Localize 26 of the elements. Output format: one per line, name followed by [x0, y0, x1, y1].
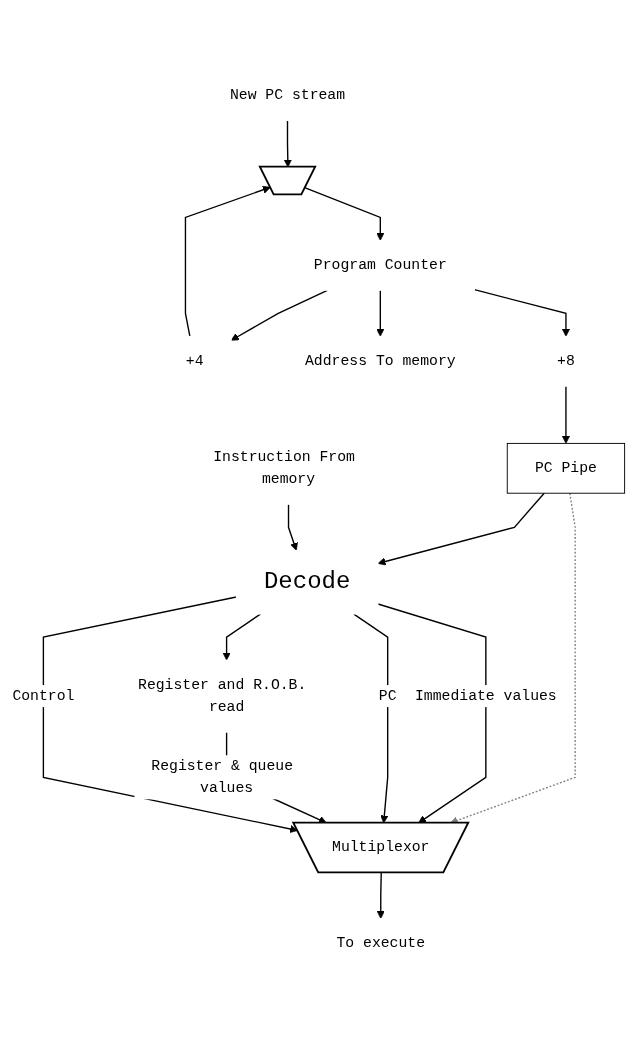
node-text: Program Counter — [313, 257, 447, 274]
node-text: To execute — [336, 935, 426, 952]
node-text: New PC stream — [229, 87, 346, 104]
node-text: Decode — [263, 567, 351, 596]
node-text: Instruction From memory — [213, 448, 355, 488]
arrow — [376, 872, 385, 919]
node-text: +4 — [185, 352, 204, 370]
arrow — [376, 289, 385, 337]
node-text: Address To memory — [305, 352, 456, 370]
arrow — [473, 288, 570, 337]
node-text: Register and R.O.B. read — [138, 676, 307, 716]
arrow — [184, 185, 271, 338]
edge-label: Control — [12, 687, 75, 705]
arrow — [287, 503, 298, 551]
arrow — [561, 385, 570, 444]
edge-label: Immediate values — [414, 687, 557, 705]
edge-label: PC — [378, 687, 397, 705]
arrow — [304, 187, 385, 241]
arrow — [42, 596, 298, 833]
arrow — [222, 613, 262, 661]
arrow — [377, 492, 545, 566]
node-box: PC Pipe — [506, 442, 626, 494]
node-text: +8 — [557, 352, 575, 370]
edge-label: Register & queue values — [151, 757, 294, 797]
arrow — [230, 289, 328, 341]
node-trapezoid — [258, 165, 317, 196]
